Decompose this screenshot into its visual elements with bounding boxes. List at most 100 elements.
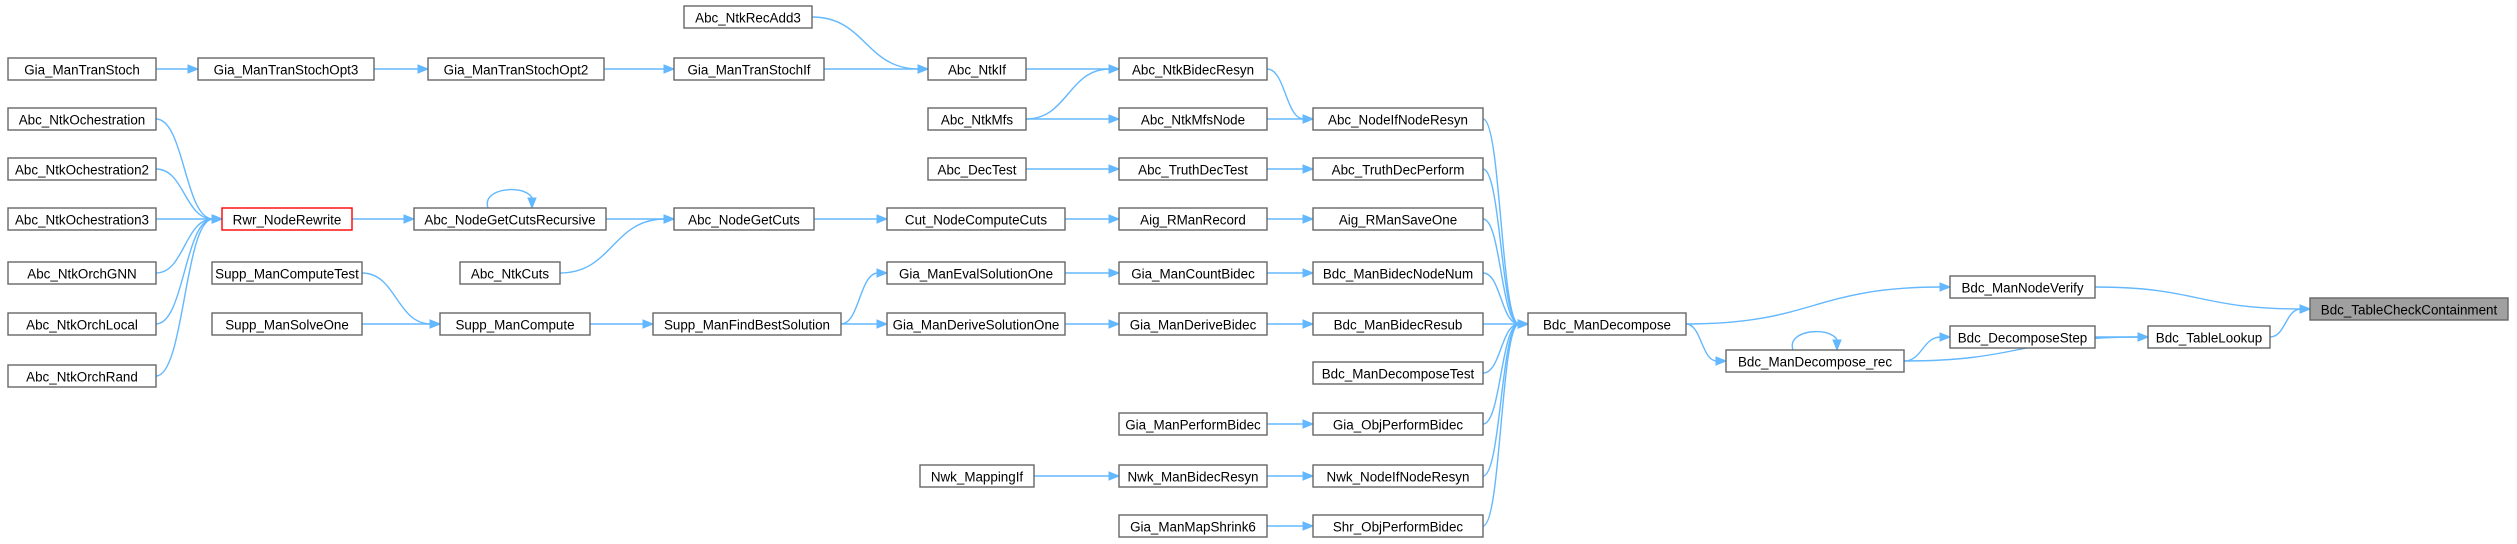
node-gia-mancountbidec[interactable]: Gia_ManCountBidec xyxy=(1118,261,1268,285)
node-abc-ntkorchgnn[interactable]: Abc_NtkOrchGNN xyxy=(7,261,157,285)
node-box[interactable] xyxy=(1312,412,1484,436)
node-gia-mantranstochif[interactable]: Gia_ManTranStochIf xyxy=(673,57,825,81)
node-abc-nodeifnoderesyn[interactable]: Abc_NodeIfNodeResyn xyxy=(1312,107,1484,131)
node-box[interactable] xyxy=(1118,514,1268,538)
node-box[interactable] xyxy=(7,364,157,388)
node-box[interactable] xyxy=(2309,297,2509,321)
node-box[interactable] xyxy=(211,312,363,336)
node-bdc-tablelookup[interactable]: Bdc_TableLookup xyxy=(2147,325,2271,349)
node-bdc-manbidecresub[interactable]: Bdc_ManBidecResub xyxy=(1312,312,1484,336)
node-box[interactable] xyxy=(427,57,605,81)
node-box[interactable] xyxy=(1118,464,1268,488)
node-box[interactable] xyxy=(1118,412,1268,436)
node-abc-ntkmfsnode[interactable]: Abc_NtkMfsNode xyxy=(1118,107,1268,131)
node-box[interactable] xyxy=(1312,261,1484,285)
node-supp-mansolveone[interactable]: Supp_ManSolveOne xyxy=(211,312,363,336)
node-box[interactable] xyxy=(1118,261,1268,285)
node-shr-objperformbidec[interactable]: Shr_ObjPerformBidec xyxy=(1312,514,1484,538)
node-box[interactable] xyxy=(1312,157,1484,181)
node-box[interactable] xyxy=(7,207,157,231)
node-aig-rmansaveone[interactable]: Aig_RManSaveOne xyxy=(1312,207,1484,231)
node-gia-mantranstochopt3[interactable]: Gia_ManTranStochOpt3 xyxy=(197,57,375,81)
node-abc-truthdectest[interactable]: Abc_TruthDecTest xyxy=(1118,157,1268,181)
node-cut-nodecomputecuts[interactable]: Cut_NodeComputeCuts xyxy=(886,207,1066,231)
node-supp-mancomputetest[interactable]: Supp_ManComputeTest xyxy=(211,261,363,285)
node-gia-manmapshrink6[interactable]: Gia_ManMapShrink6 xyxy=(1118,514,1268,538)
node-abc-truthdecperform[interactable]: Abc_TruthDecPerform xyxy=(1312,157,1484,181)
node-gia-manevalsolutionone[interactable]: Gia_ManEvalSolutionOne xyxy=(886,261,1066,285)
node-gia-objperformbidec[interactable]: Gia_ObjPerformBidec xyxy=(1312,412,1484,436)
node-bdc-mandecomposetest[interactable]: Bdc_ManDecomposeTest xyxy=(1312,361,1484,385)
node-box[interactable] xyxy=(211,261,363,285)
node-nwk-manbidecresyn[interactable]: Nwk_ManBidecResyn xyxy=(1118,464,1268,488)
node-bdc-mandecompose-rec[interactable]: Bdc_ManDecompose_rec xyxy=(1725,349,1905,373)
node-box[interactable] xyxy=(1312,207,1484,231)
node-bdc-decomposestep[interactable]: Bdc_DecomposeStep xyxy=(1949,325,2096,349)
node-box[interactable] xyxy=(683,5,813,29)
node-box[interactable] xyxy=(1312,464,1484,488)
node-box[interactable] xyxy=(1725,349,1905,373)
node-gia-mantranstochopt2[interactable]: Gia_ManTranStochOpt2 xyxy=(427,57,605,81)
node-abc-ntkochestration2[interactable]: Abc_NtkOchestration2 xyxy=(7,157,157,181)
node-box[interactable] xyxy=(7,157,157,181)
node-box[interactable] xyxy=(1312,514,1484,538)
node-box[interactable] xyxy=(1118,157,1268,181)
node-box[interactable] xyxy=(1527,312,1687,336)
node-abc-dectest[interactable]: Abc_DecTest xyxy=(927,157,1027,181)
node-abc-ntkorchrand[interactable]: Abc_NtkOrchRand xyxy=(7,364,157,388)
node-box[interactable] xyxy=(886,312,1066,336)
node-nwk-mappingif[interactable]: Nwk_MappingIf xyxy=(919,464,1035,488)
node-box[interactable] xyxy=(673,207,815,231)
node-gia-mantranstoch[interactable]: Gia_ManTranStoch xyxy=(7,57,157,81)
node-box[interactable] xyxy=(1312,361,1484,385)
node-abc-nodegetcutsrecursive[interactable]: Abc_NodeGetCutsRecursive xyxy=(413,207,607,231)
node-box[interactable] xyxy=(1312,312,1484,336)
node-box[interactable] xyxy=(197,57,375,81)
node-abc-ntkochestration[interactable]: Abc_NtkOchestration xyxy=(7,107,157,131)
node-box[interactable] xyxy=(1118,312,1268,336)
node-box[interactable] xyxy=(1949,275,2096,299)
node-box[interactable] xyxy=(886,207,1066,231)
node-box[interactable] xyxy=(1118,57,1268,81)
node-abc-ntkorchlocal[interactable]: Abc_NtkOrchLocal xyxy=(7,312,157,336)
node-abc-ntkrecadd3[interactable]: Abc_NtkRecAdd3 xyxy=(683,5,813,29)
node-box[interactable] xyxy=(886,261,1066,285)
node-box[interactable] xyxy=(927,57,1027,81)
node-box[interactable] xyxy=(459,261,561,285)
node-box[interactable] xyxy=(221,207,353,231)
node-box[interactable] xyxy=(1949,325,2096,349)
node-box[interactable] xyxy=(927,107,1027,131)
node-box[interactable] xyxy=(652,312,842,336)
node-abc-ntkmfs[interactable]: Abc_NtkMfs xyxy=(927,107,1027,131)
node-box[interactable] xyxy=(7,312,157,336)
node-supp-mancompute[interactable]: Supp_ManCompute xyxy=(439,312,591,336)
node-abc-ntkbidecresyn[interactable]: Abc_NtkBidecResyn xyxy=(1118,57,1268,81)
node-gia-manderivebidec[interactable]: Gia_ManDeriveBidec xyxy=(1118,312,1268,336)
node-box[interactable] xyxy=(919,464,1035,488)
node-box[interactable] xyxy=(7,57,157,81)
node-box[interactable] xyxy=(2147,325,2271,349)
node-bdc-mannodeverify[interactable]: Bdc_ManNodeVerify xyxy=(1949,275,2096,299)
node-gia-manperformbidec[interactable]: Gia_ManPerformBidec xyxy=(1118,412,1268,436)
node-box[interactable] xyxy=(439,312,591,336)
node-abc-nodegetcuts[interactable]: Abc_NodeGetCuts xyxy=(673,207,815,231)
node-bdc-mandecompose[interactable]: Bdc_ManDecompose xyxy=(1527,312,1687,336)
node-supp-manfindbestsolution[interactable]: Supp_ManFindBestSolution xyxy=(652,312,842,336)
node-box[interactable] xyxy=(1312,107,1484,131)
node-aig-rmanrecord[interactable]: Aig_RManRecord xyxy=(1118,207,1268,231)
node-box[interactable] xyxy=(1118,107,1268,131)
node-abc-ntkochestration3[interactable]: Abc_NtkOchestration3 xyxy=(7,207,157,231)
node-box[interactable] xyxy=(7,107,157,131)
node-box[interactable] xyxy=(7,261,157,285)
node-gia-manderivesolutionone[interactable]: Gia_ManDeriveSolutionOne xyxy=(886,312,1066,336)
node-box[interactable] xyxy=(413,207,607,231)
node-bdc-tablecheckcontainment[interactable]: Bdc_TableCheckContainment xyxy=(2309,297,2509,321)
node-abc-ntkif[interactable]: Abc_NtkIf xyxy=(927,57,1027,81)
node-rwr-noderewrite[interactable]: Rwr_NodeRewrite xyxy=(221,207,353,231)
node-nwk-nodeifnoderesyn[interactable]: Nwk_NodeIfNodeResyn xyxy=(1312,464,1484,488)
node-box[interactable] xyxy=(927,157,1027,181)
node-box[interactable] xyxy=(673,57,825,81)
node-box[interactable] xyxy=(1118,207,1268,231)
node-bdc-manbidecnodenum[interactable]: Bdc_ManBidecNodeNum xyxy=(1312,261,1484,285)
node-abc-ntkcuts[interactable]: Abc_NtkCuts xyxy=(459,261,561,285)
